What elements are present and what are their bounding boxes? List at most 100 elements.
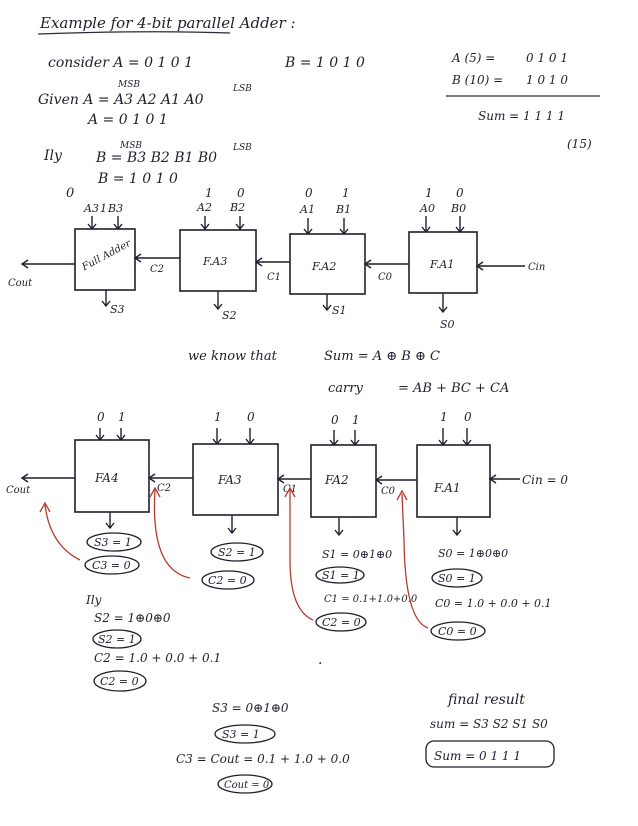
consider-a: consider A = 0 1 0 1 <box>48 55 193 71</box>
d2-in-fa2-b: 1 <box>352 413 360 427</box>
sum-table-sum: Sum = 1 1 1 1 <box>478 109 565 123</box>
d1-input-arrows <box>87 216 465 236</box>
d1-carry-wires <box>20 253 525 271</box>
formula-carry: = AB + BC + CA <box>398 381 509 396</box>
calc-cout: Cout = 0 <box>224 780 270 791</box>
adder-diagram-2: 0 1 1 0 0 1 1 0 FA4 FA3 FA2 F.A1 <box>6 410 568 629</box>
d1-in-a0-name: A0 <box>419 202 435 215</box>
msb-label-a: MSB <box>117 80 140 90</box>
formula-intro: we know that <box>188 349 278 364</box>
calc-c2: C2 = 0 <box>100 675 139 688</box>
d1-in-a3-val: 0 <box>66 186 74 201</box>
calc-fa2-s1-expr: S1 = 0⊕1⊕0 <box>322 548 392 561</box>
d2-sum-wires <box>105 512 462 537</box>
page-title: Example for 4-bit parallel Adder : <box>39 14 296 32</box>
b-bits: B = 1 0 1 0 <box>97 171 178 187</box>
calc-fa1-s0-circle <box>431 568 483 588</box>
d2-input-arrows <box>95 428 472 447</box>
d2-carry-wires <box>20 473 520 485</box>
d1-in-b2-name: B2 <box>229 201 245 214</box>
d1-sum-wires <box>101 290 448 314</box>
formula-carry-label: carry <box>328 381 363 396</box>
d1-in-a1-val: 0 <box>305 186 313 200</box>
d1-in-b1-name: B1 <box>335 203 351 216</box>
d2-fa3-block <box>192 443 279 516</box>
title-underline <box>37 31 231 35</box>
ily-label-top: Ily <box>43 148 63 164</box>
d1-fa1-label: F.A1 <box>429 258 454 271</box>
result-heading: final result <box>447 692 525 708</box>
b-line: B = B3 B2 B1 B0 <box>95 150 217 166</box>
calc-fa3-s2-circle <box>210 542 264 562</box>
calc-cout-circle <box>217 774 273 794</box>
d1-in-a0-val: 1 <box>425 186 433 200</box>
d1-in-b0-name: B0 <box>450 202 466 215</box>
calc-fa2-s1-circle <box>315 566 365 584</box>
calc-s3-expr: S3 = 0⊕1⊕0 <box>212 701 289 715</box>
d1-carry-c1: C1 <box>267 272 281 283</box>
a-bits: A = 0 1 0 1 <box>86 112 168 128</box>
d2-in-fa3-b: 0 <box>247 410 255 424</box>
sum-table-b-label: B (10) = <box>451 73 503 87</box>
calc-s2-expr: S2 = 1⊕0⊕0 <box>94 611 171 625</box>
d2-fa4-label: FA4 <box>94 471 119 485</box>
sum-table-b-bits: 1 0 1 0 <box>526 73 568 87</box>
adder-diagram-1: 0 A3 1 B3 1 0 A2 B2 0 1 A1 B1 1 0 A0 B0 … <box>8 186 545 331</box>
d1-in-a3-name: A3 <box>83 202 99 215</box>
calc-fa2-c1-expr: C1 = 0.1+1.0+0.0 <box>324 594 418 605</box>
d1-in-b3-name: B3 <box>107 202 123 215</box>
calc-fa2-c1-circle <box>315 612 367 632</box>
msb-label-b: MSB <box>119 141 142 151</box>
lsb-label-b: LSB <box>232 143 252 153</box>
result-boxed-sum: Sum = 0 1 1 1 <box>434 749 521 763</box>
sum-table-a-label: A (5) = <box>451 51 495 65</box>
calc-fa2-s1: S1 = 1 <box>322 569 360 582</box>
d1-cout-label: Cout <box>8 278 33 289</box>
d1-fa3-label: F.A3 <box>202 255 227 268</box>
d1-sum-s1: S1 <box>332 304 347 317</box>
d1-in-b2-val: 0 <box>237 186 245 200</box>
calc-c2-circle <box>93 670 147 692</box>
d2-fa2-block <box>310 444 377 518</box>
calc-fa4-s3-circle <box>86 532 142 552</box>
sum-table-decimal: (15) <box>567 137 592 151</box>
d2-in-fa4-a: 0 <box>97 410 105 424</box>
consider-b: B = 1 0 1 0 <box>284 55 365 71</box>
d2-fa3-label: FA3 <box>217 473 242 487</box>
d2-in-fa1-a: 1 <box>440 410 448 424</box>
d1-in-b0-val: 0 <box>456 186 464 200</box>
calc-s3-circle <box>214 724 276 744</box>
d2-cin-label: Cin = 0 <box>522 473 568 487</box>
d2-in-fa2-a: 0 <box>331 413 339 427</box>
d1-in-a2-val: 1 <box>205 186 213 200</box>
d1-sum-s2: S2 <box>222 309 237 322</box>
d2-in-fa4-b: 1 <box>118 410 126 424</box>
d2-cout-label: Cout <box>6 485 31 496</box>
calc-fa1-s0: S0 = 1 <box>438 572 476 585</box>
d2-in-fa1-b: 0 <box>464 410 472 424</box>
calc-c3-expr: C3 = Cout = 0.1 + 1.0 + 0.0 <box>176 752 350 766</box>
d1-in-a2-name: A2 <box>196 201 212 214</box>
calc-s2: S2 = 1 <box>98 633 136 646</box>
calc-fa4-s3: S3 = 1 <box>94 536 132 549</box>
calc-fa1-c0-circle <box>430 621 486 641</box>
calc-fa3-c2-circle <box>201 570 255 590</box>
sum-table-a-bits: 0 1 0 1 <box>526 51 568 65</box>
calc-s3: S3 = 1 <box>222 728 260 741</box>
stray-dot: · <box>318 656 322 672</box>
d2-fa4-block <box>74 439 150 513</box>
calc-fa2-c1: C2 = 0 <box>322 616 361 629</box>
result-sum: sum = S3 S2 S1 S0 <box>430 717 548 731</box>
calc-ily-label: Ily <box>85 593 102 607</box>
d2-fa2-label: FA2 <box>324 473 349 487</box>
d1-carry-c2: C2 <box>150 264 164 275</box>
result-box <box>425 740 555 768</box>
lsb-label-a: LSB <box>232 84 252 94</box>
d2-fa1-label: F.A1 <box>433 481 461 495</box>
d1-cin-label: Cin <box>528 262 545 273</box>
calc-fa4-c3-circle <box>84 555 140 575</box>
d2-feedback-arrows <box>39 486 429 629</box>
d1-sum-s3: S3 <box>110 303 125 316</box>
d2-carry-c0: C0 <box>381 486 396 497</box>
d2-in-fa3-a: 1 <box>214 410 222 424</box>
